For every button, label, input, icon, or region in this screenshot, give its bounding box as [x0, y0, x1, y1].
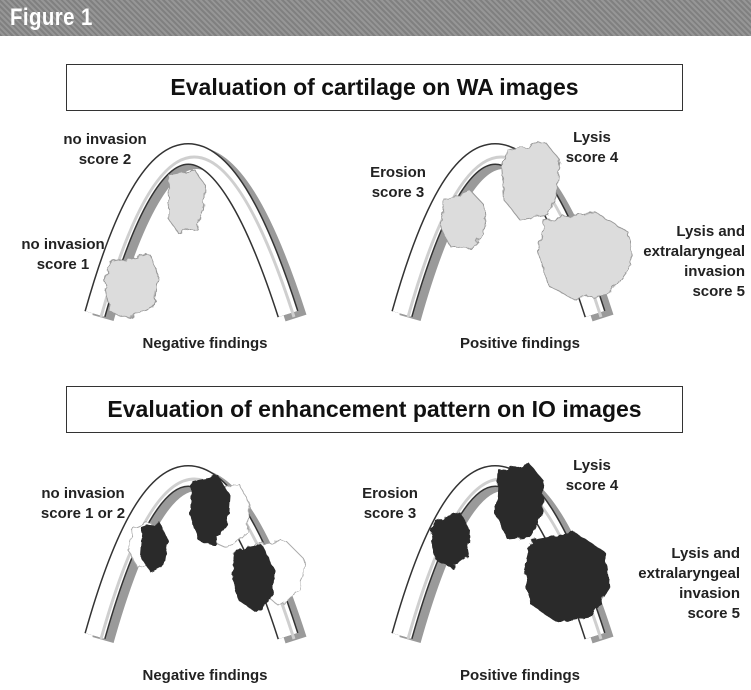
label-wa-neg-score2: no invasion score 2: [50, 130, 160, 170]
label-wa-neg-score1: no invasion score 1: [8, 235, 118, 275]
caption-io-positive: Positive findings: [425, 666, 615, 686]
label-line: extralaryngeal: [615, 564, 740, 584]
label-line: score 1 or 2: [18, 504, 148, 524]
label-line: invasion: [615, 584, 740, 604]
caption-wa-negative: Negative findings: [110, 334, 300, 354]
label-line: no invasion: [18, 484, 148, 504]
caption-io-negative: Negative findings: [110, 666, 300, 686]
label-line: Erosion: [358, 163, 438, 183]
label-line: no invasion: [50, 130, 160, 150]
wa-positive-tumor-extralaryngeal: [538, 212, 632, 300]
io-positive-tumor-lysis: [496, 464, 545, 540]
label-line: score 1: [8, 255, 118, 275]
label-line: Lysis and: [620, 222, 745, 242]
caption-wa-positive: Positive findings: [425, 334, 615, 354]
label-io-pos-lysis: Lysis score 4: [552, 456, 632, 496]
label-line: score 3: [345, 504, 435, 524]
label-line: invasion: [620, 262, 745, 282]
label-line: extralaryngeal: [620, 242, 745, 262]
label-io-pos-erosion: Erosion score 3: [345, 484, 435, 524]
label-line: Lysis: [552, 128, 632, 148]
label-io-pos-extralaryngeal: Lysis and extralaryngeal invasion score …: [615, 544, 740, 624]
label-line: score 5: [615, 604, 740, 624]
wa-negative-tumor-upper: [168, 170, 205, 233]
label-line: Lysis: [552, 456, 632, 476]
label-line: score 4: [552, 476, 632, 496]
label-line: no invasion: [8, 235, 118, 255]
label-wa-pos-erosion: Erosion score 3: [358, 163, 438, 203]
label-line: Erosion: [345, 484, 435, 504]
label-line: score 2: [50, 150, 160, 170]
label-line: Lysis and: [615, 544, 740, 564]
label-wa-pos-extralaryngeal: Lysis and extralaryngeal invasion score …: [620, 222, 745, 302]
io-positive-tumor-erosion: [430, 512, 470, 568]
label-line: score 4: [552, 148, 632, 168]
label-line: score 3: [358, 183, 438, 203]
label-io-neg-score12: no invasion score 1 or 2: [18, 484, 148, 524]
label-wa-pos-lysis: Lysis score 4: [552, 128, 632, 168]
label-line: score 5: [620, 282, 745, 302]
